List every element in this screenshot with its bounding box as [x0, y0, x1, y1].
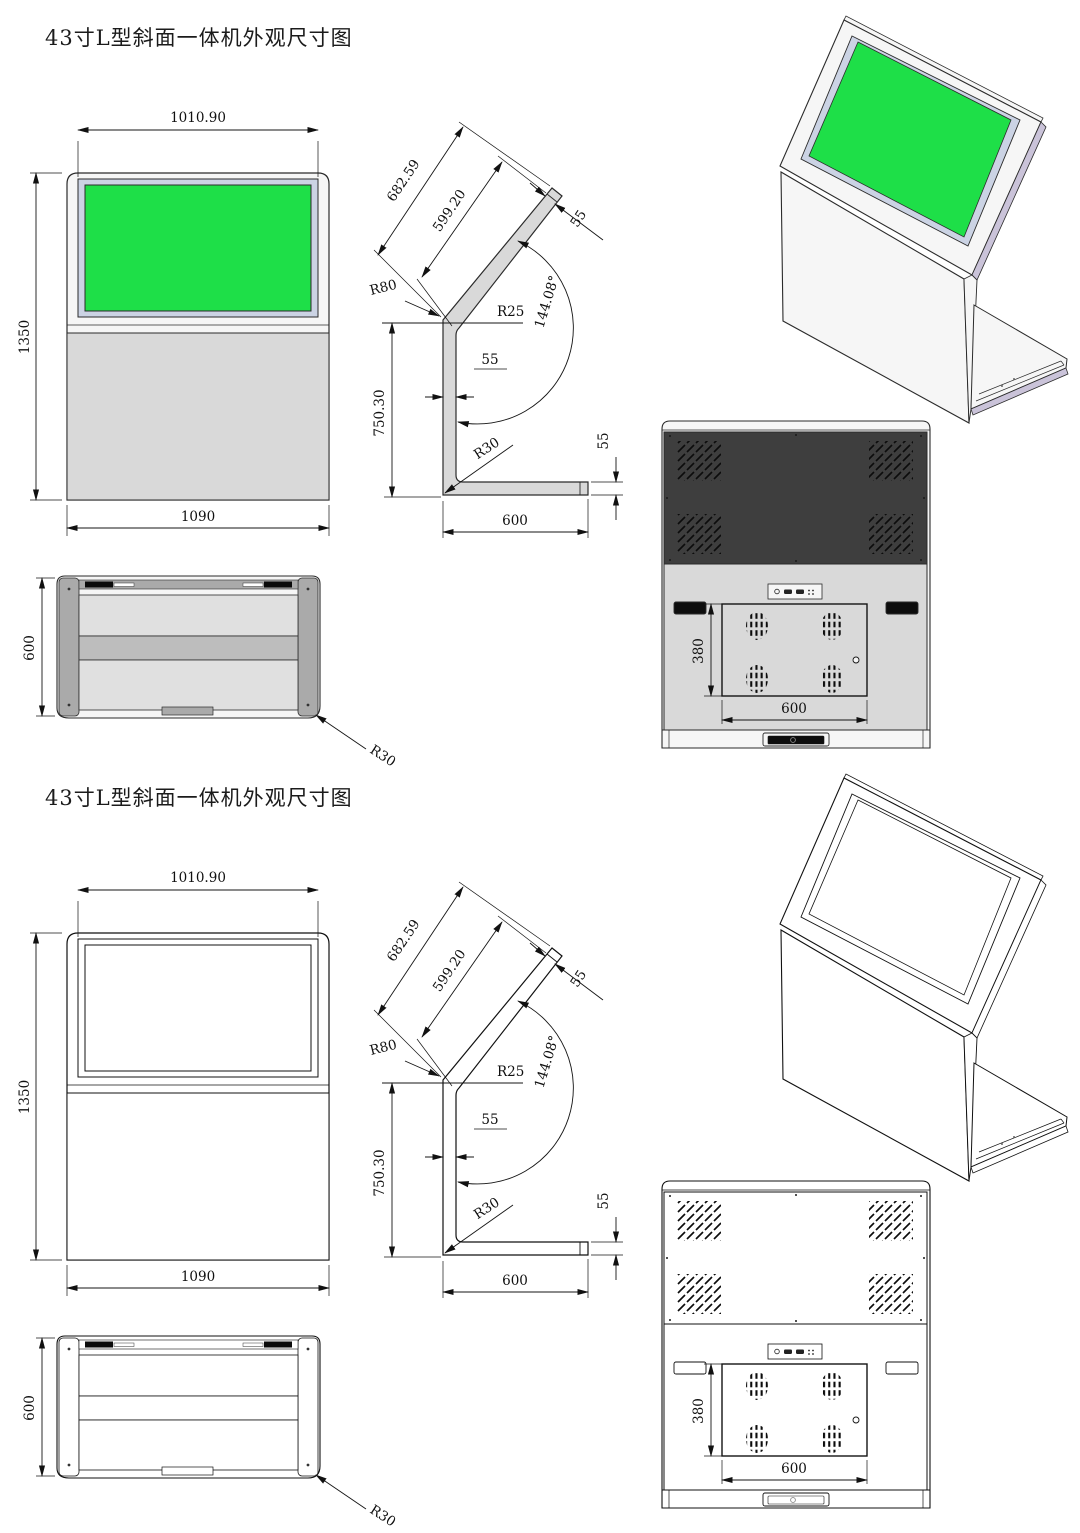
sheet-title-bottom: 43寸L型斜面一体机外观尺寸图: [45, 786, 353, 810]
side-view-lineart: [355, 855, 665, 1325]
front-view-lineart: [10, 855, 355, 1305]
back-view-lineart: [650, 1168, 950, 1528]
perspective-view-colored: [752, 8, 1080, 446]
top-view-colored: [15, 558, 435, 773]
front-view-colored: [10, 95, 355, 545]
perspective-view-lineart: [752, 766, 1080, 1204]
side-view-colored: [355, 95, 665, 565]
sheet-title-top: 43寸L型斜面一体机外观尺寸图: [45, 26, 353, 50]
top-view-lineart: [15, 1318, 435, 1533]
back-view-colored: [650, 408, 950, 768]
